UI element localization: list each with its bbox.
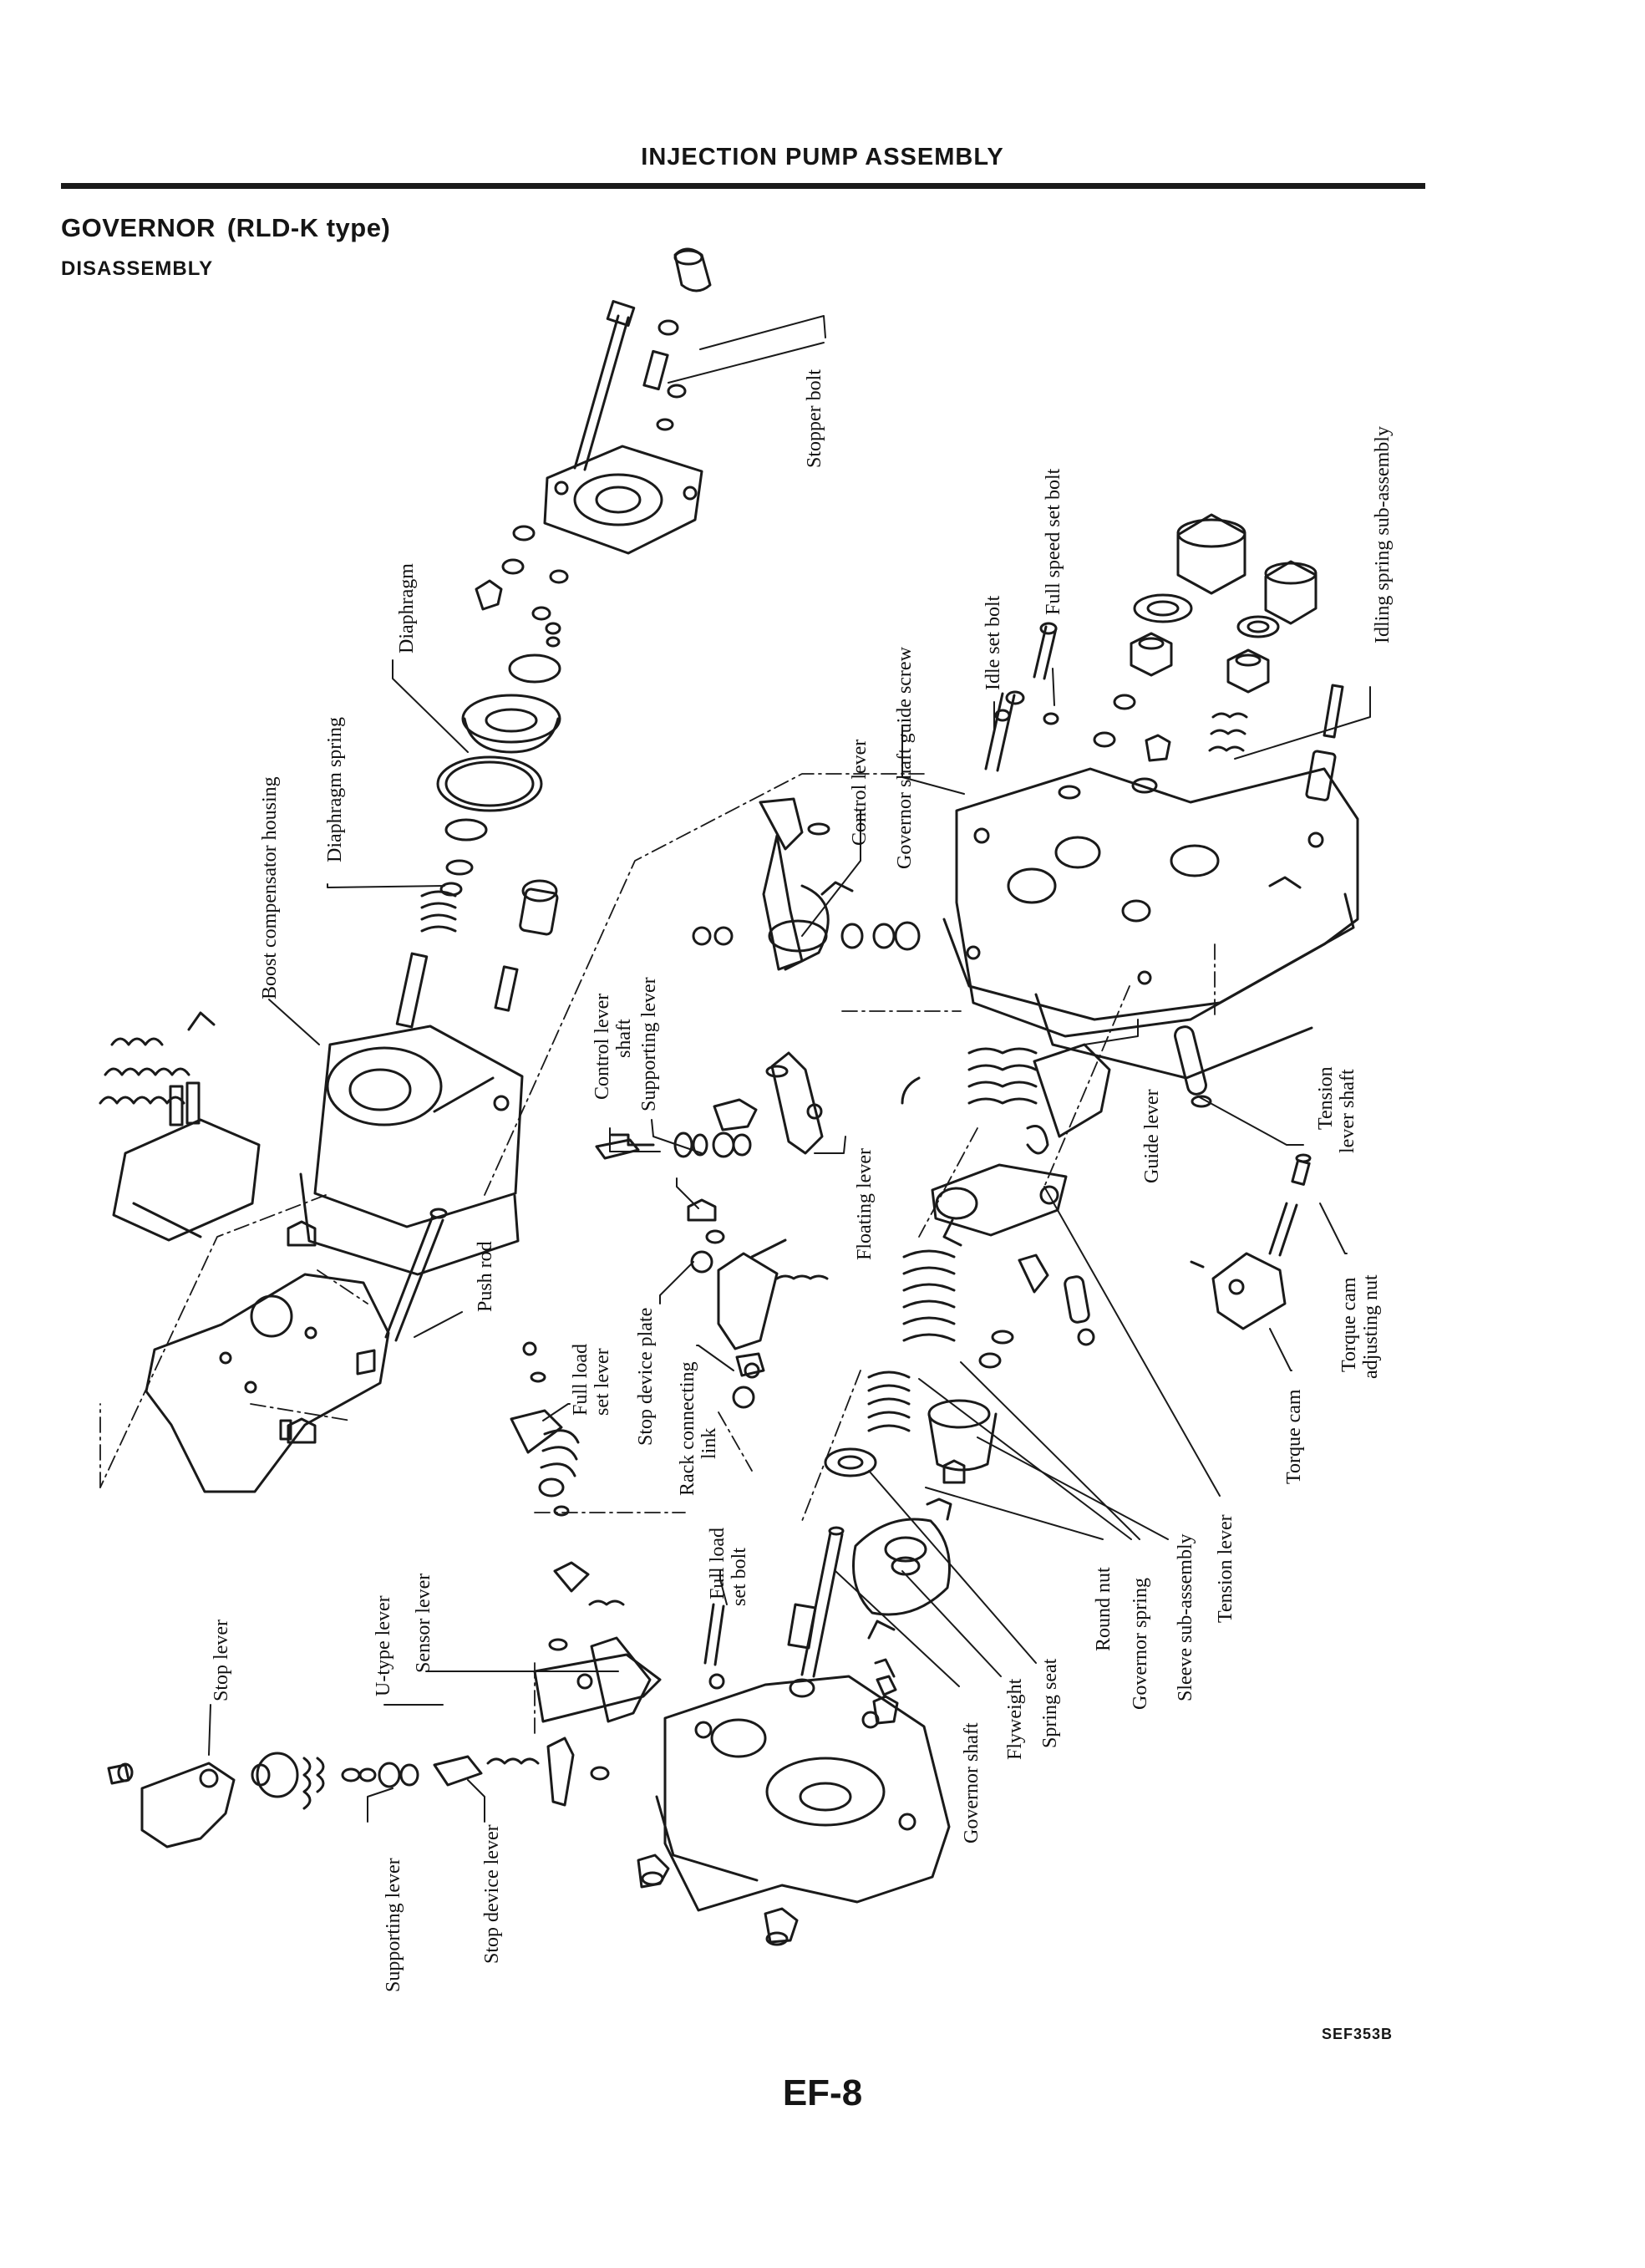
- governor-cover-plate-part: [145, 1220, 390, 1493]
- label-stop-lever: Stop lever: [211, 1620, 232, 1701]
- guide-lever-part: [901, 1025, 1212, 1155]
- label-rack-connecting-link-2: link: [698, 1428, 720, 1459]
- label-supporting-lever-bottom: Supporting lever: [383, 1858, 404, 1992]
- label-boost-compensator-housing: Boost compensator housing: [259, 776, 281, 999]
- label-supporting-lever-top: Supporting lever: [638, 977, 660, 1111]
- page-number: EF-8: [782, 2072, 863, 2113]
- label-idle-set-bolt: Idle set bolt: [982, 595, 1004, 690]
- label-tension-lever-shaft-2: lever shaft: [1337, 1069, 1358, 1153]
- stop-device-plate-part: [687, 1198, 829, 1409]
- boost-compensator-cover-part: [395, 247, 712, 1029]
- label-stopper-bolt: Stopper bolt: [804, 369, 825, 468]
- label-governor-shaft: Governor shaft: [961, 1722, 982, 1843]
- governor-housing-lower-part: [637, 1675, 951, 1946]
- idling-spring-hardware-part: [1058, 513, 1344, 801]
- label-idling-spring-sub-assembly: Idling spring sub-assembly: [1372, 426, 1394, 643]
- dash-dot-guides: [99, 773, 1216, 1739]
- section-title-paren: (RLD-K type): [226, 213, 391, 242]
- label-sleeve-sub-assembly: Sleeve sub-assembly: [1175, 1533, 1196, 1701]
- push-rod-part: [356, 1208, 448, 1376]
- label-tension-lever: Tension lever: [1215, 1514, 1236, 1623]
- leader-lines: [208, 315, 1371, 1823]
- boost-compensator-housing-part: [299, 1025, 524, 1276]
- springs-and-bracket-part: [99, 1011, 261, 1242]
- label-guide-lever: Guide lever: [1141, 1089, 1163, 1183]
- header-rule: [61, 183, 1425, 189]
- governor-housing-upper-part: [942, 767, 1359, 1080]
- label-governor-spring: Governor spring: [1130, 1578, 1151, 1710]
- label-full-load-set-lever-2: set lever: [591, 1348, 613, 1416]
- page-header-title: INJECTION PUMP ASSEMBLY: [641, 144, 1004, 170]
- label-full-load-set-bolt-1: Full load: [707, 1528, 729, 1599]
- label-torque-cam-adjusting-nut-2: adjusting nut: [1360, 1274, 1382, 1379]
- stop-lever-part: [107, 1737, 610, 1848]
- governor-spring-part: [824, 1249, 1014, 1521]
- label-u-type-lever: U-type lever: [373, 1595, 394, 1696]
- control-lever-part: [692, 797, 921, 971]
- label-push-rod: Push rod: [475, 1241, 496, 1312]
- section-title: GOVERNOR (RLD-K type): [61, 213, 390, 243]
- full-load-set-lever-part: [510, 1341, 725, 1723]
- torque-cam-part: [1190, 1153, 1312, 1330]
- label-rack-connecting-link-1: Rack connecting: [677, 1361, 698, 1496]
- label-torque-cam-adjusting-nut-1: Torque cam: [1338, 1277, 1360, 1372]
- label-control-lever: Control lever: [849, 740, 871, 846]
- label-diaphragm: Diaphragm: [396, 563, 418, 653]
- label-torque-cam: Torque cam: [1283, 1389, 1305, 1484]
- figure-code: SEF353B: [1322, 2026, 1394, 2042]
- label-flyweight: Flyweight: [1004, 1678, 1026, 1760]
- label-floating-lever: Floating lever: [854, 1148, 876, 1260]
- label-diaphragm-spring: Diaphragm spring: [324, 717, 346, 862]
- label-tension-lever-shaft-1: Tension: [1315, 1066, 1337, 1130]
- label-control-lever-shaft-1: Control lever: [591, 994, 613, 1100]
- section-title-main: GOVERNOR: [61, 213, 216, 242]
- label-full-load-set-lever-1: Full load: [570, 1344, 591, 1416]
- label-control-lever-shaft-2: shaft: [613, 1019, 635, 1058]
- flyweight-part: [787, 1518, 951, 1698]
- label-sensor-lever: Sensor lever: [413, 1574, 434, 1673]
- label-full-speed-set-bolt: Full speed set bolt: [1043, 468, 1064, 615]
- tension-lever-part: [931, 1163, 1095, 1346]
- label-round-nut: Round nut: [1093, 1567, 1114, 1651]
- label-stop-device-lever: Stop device lever: [481, 1824, 503, 1964]
- label-governor-shaft-guide-screw: Governor shaft guide screw: [894, 646, 916, 869]
- subsection-title: DISASSEMBLY: [61, 257, 214, 280]
- floating-lever-part: [595, 1051, 824, 1160]
- label-spring-seat: Spring seat: [1039, 1658, 1061, 1748]
- set-bolts-part: [984, 622, 1059, 772]
- label-full-load-set-bolt-2: set bolt: [729, 1548, 750, 1606]
- label-stop-device-plate: Stop device plate: [635, 1308, 657, 1446]
